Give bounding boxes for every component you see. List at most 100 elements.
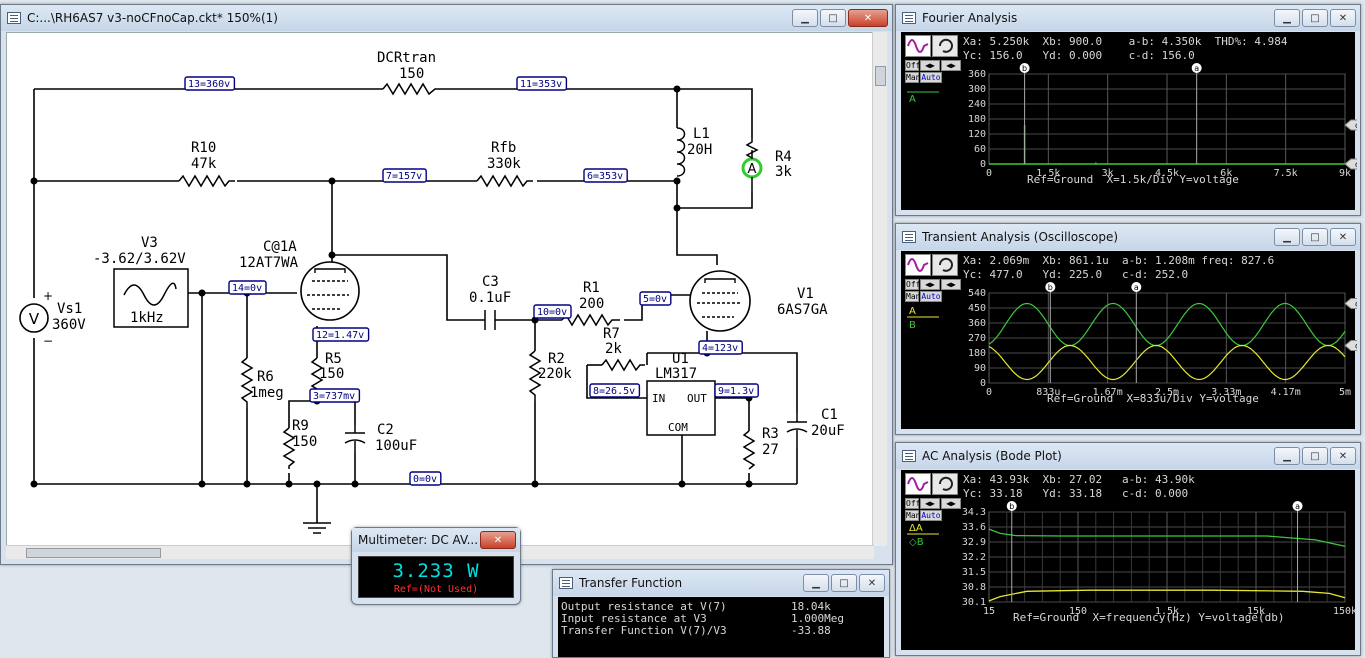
waveform-button[interactable]	[905, 473, 931, 495]
nav-arrows[interactable]: ◀▶	[920, 279, 940, 290]
transient-window: Transient Analysis (Oscilloscope) ▁□✕ Of…	[895, 223, 1361, 435]
man-button[interactable]: Man	[905, 510, 921, 521]
level-marker[interactable]	[1344, 158, 1357, 170]
x-tick-label: 5m	[1339, 387, 1351, 398]
svg-text:R9: R9	[292, 418, 309, 434]
x-tick-label: 15k	[1247, 606, 1265, 617]
minimize-button[interactable]: ▁	[1274, 447, 1300, 465]
waveform-button[interactable]	[905, 35, 931, 57]
close-button[interactable]: ✕	[480, 531, 516, 549]
close-button[interactable]: ✕	[1330, 447, 1356, 465]
transfer-titlebar[interactable]: Transfer Function ▁□✕	[553, 570, 889, 596]
triode-v1	[689, 270, 751, 332]
svg-text:1meg: 1meg	[250, 385, 284, 401]
net-label: 8=26.5v	[593, 386, 635, 397]
close-button[interactable]: ✕	[1330, 228, 1356, 246]
r2-resistor	[528, 350, 542, 401]
minimize-button[interactable]: ▁	[1274, 228, 1300, 246]
auto-button[interactable]: Auto	[920, 291, 942, 302]
cursor-marker[interactable]	[1191, 63, 1202, 73]
nav-arrows[interactable]: ◀▶	[920, 498, 940, 509]
y-tick-label: 240	[968, 99, 986, 110]
nav-arrows-2[interactable]: ◀▶	[941, 498, 961, 509]
off-button[interactable]: Off	[905, 279, 921, 290]
refresh-icon[interactable]	[932, 254, 958, 276]
svg-text:R6: R6	[257, 369, 274, 385]
x-tick-label: 4.5k	[1155, 168, 1179, 179]
nav-arrows-2[interactable]: ◀▶	[941, 60, 961, 71]
y-tick-label: 60	[974, 144, 986, 155]
off-button[interactable]: Off	[905, 498, 921, 509]
x-tick-label: 2.5m	[1155, 387, 1179, 398]
cursor-marker[interactable]	[1131, 282, 1142, 292]
close-button[interactable]: ✕	[1330, 9, 1356, 27]
transient-footer: Ref=Ground X=833u/Div Y=voltage	[1047, 392, 1259, 405]
fourier-window: Fourier Analysis ▁□✕ Off ◀▶ ◀▶ Man Auto …	[895, 4, 1361, 216]
maximize-button[interactable]: □	[1302, 228, 1328, 246]
svg-text:V1: V1	[797, 286, 814, 302]
y-tick-label: 180	[968, 348, 986, 359]
trace-a	[988, 344, 1346, 381]
l1-inductor	[676, 127, 686, 177]
cursor-label: b	[1022, 64, 1027, 73]
maximize-button[interactable]: □	[820, 9, 846, 27]
maximize-button[interactable]: □	[1302, 9, 1328, 27]
off-button[interactable]: Off	[905, 60, 921, 71]
trace-b	[988, 302, 1346, 347]
svg-text:DCRtran: DCRtran	[377, 50, 436, 66]
cursor-marker[interactable]	[1006, 501, 1017, 511]
net-label-box	[312, 327, 370, 342]
level-marker[interactable]	[1344, 119, 1357, 131]
man-button[interactable]: Man	[905, 72, 921, 83]
waveform-button[interactable]	[905, 254, 931, 276]
cursor-marker[interactable]	[1292, 501, 1303, 511]
bode-plot-area[interactable]: Off ◀▶ ◀▶ Man Auto Xa: 43.93k Xb: 27.02 …	[901, 470, 1357, 650]
bode-title: AC Analysis (Bode Plot)	[922, 449, 1062, 463]
cursor-marker[interactable]	[1045, 282, 1056, 292]
man-button[interactable]: Man	[905, 291, 921, 302]
transient-titlebar[interactable]: Transient Analysis (Oscilloscope) ▁□✕	[896, 224, 1360, 250]
r6-resistor	[240, 357, 254, 408]
nav-arrows[interactable]: ◀▶	[920, 60, 940, 71]
series-label: A	[909, 94, 916, 105]
auto-button[interactable]: Auto	[920, 72, 942, 83]
transfer-row-label: Output resistance at V(7)	[561, 600, 727, 613]
refresh-icon[interactable]	[932, 473, 958, 495]
bode-titlebar[interactable]: AC Analysis (Bode Plot) ▁□✕	[896, 443, 1360, 469]
cursor-label: b	[1009, 502, 1014, 511]
transient-plot-area[interactable]: Off ◀▶ ◀▶ Man Auto Xa: 2.069m Xb: 861.1u…	[901, 251, 1357, 429]
close-button[interactable]: ✕	[859, 574, 885, 592]
level-marker[interactable]	[1344, 340, 1357, 351]
rfb-resistor	[476, 174, 533, 188]
net-label-box	[409, 471, 442, 486]
fourier-plot-area[interactable]: Off ◀▶ ◀▶ Man Auto Xa: 5.250k Xb: 900.0 …	[901, 32, 1357, 210]
refresh-icon[interactable]	[932, 35, 958, 57]
svg-text:3k: 3k	[775, 164, 792, 180]
maximize-button[interactable]: □	[1302, 447, 1328, 465]
level-marker[interactable]	[1344, 298, 1357, 309]
schematic-titlebar[interactable]: C:...\RH6AS7 v3-noCFnoCap.ckt* 150%(1) ▁…	[1, 5, 892, 31]
close-button[interactable]: ✕	[848, 9, 888, 27]
bode-readout-2: Yc: 33.18 Yd: 33.18 c-d: 0.000	[963, 487, 1189, 500]
minimize-button[interactable]: ▁	[1274, 9, 1300, 27]
minimize-button[interactable]: ▁	[803, 574, 829, 592]
multimeter-titlebar[interactable]: Multimeter: DC AV... ✕	[352, 528, 520, 552]
nav-arrows-2[interactable]: ◀▶	[941, 279, 961, 290]
vertical-scrollbar[interactable]	[872, 32, 887, 546]
level-label: d	[1355, 160, 1357, 169]
net-label: 13=360v	[188, 79, 230, 90]
net-label-box	[698, 340, 743, 355]
svg-text:R7: R7	[603, 326, 620, 342]
fourier-titlebar[interactable]: Fourier Analysis ▁□✕	[896, 5, 1360, 31]
svg-text:360V: 360V	[52, 317, 86, 333]
series-label-a: A	[909, 306, 916, 317]
auto-button[interactable]: Auto	[920, 510, 942, 521]
minimize-button[interactable]: ▁	[792, 9, 818, 27]
bode-readout-1: Xa: 43.93k Xb: 27.02 a-b: 43.90k	[963, 473, 1195, 486]
x-tick-label: 833u	[1036, 387, 1060, 398]
net-label-box	[228, 280, 267, 295]
maximize-button[interactable]: □	[831, 574, 857, 592]
y-tick-label: 0	[980, 378, 986, 389]
cursor-marker[interactable]	[1019, 63, 1030, 73]
